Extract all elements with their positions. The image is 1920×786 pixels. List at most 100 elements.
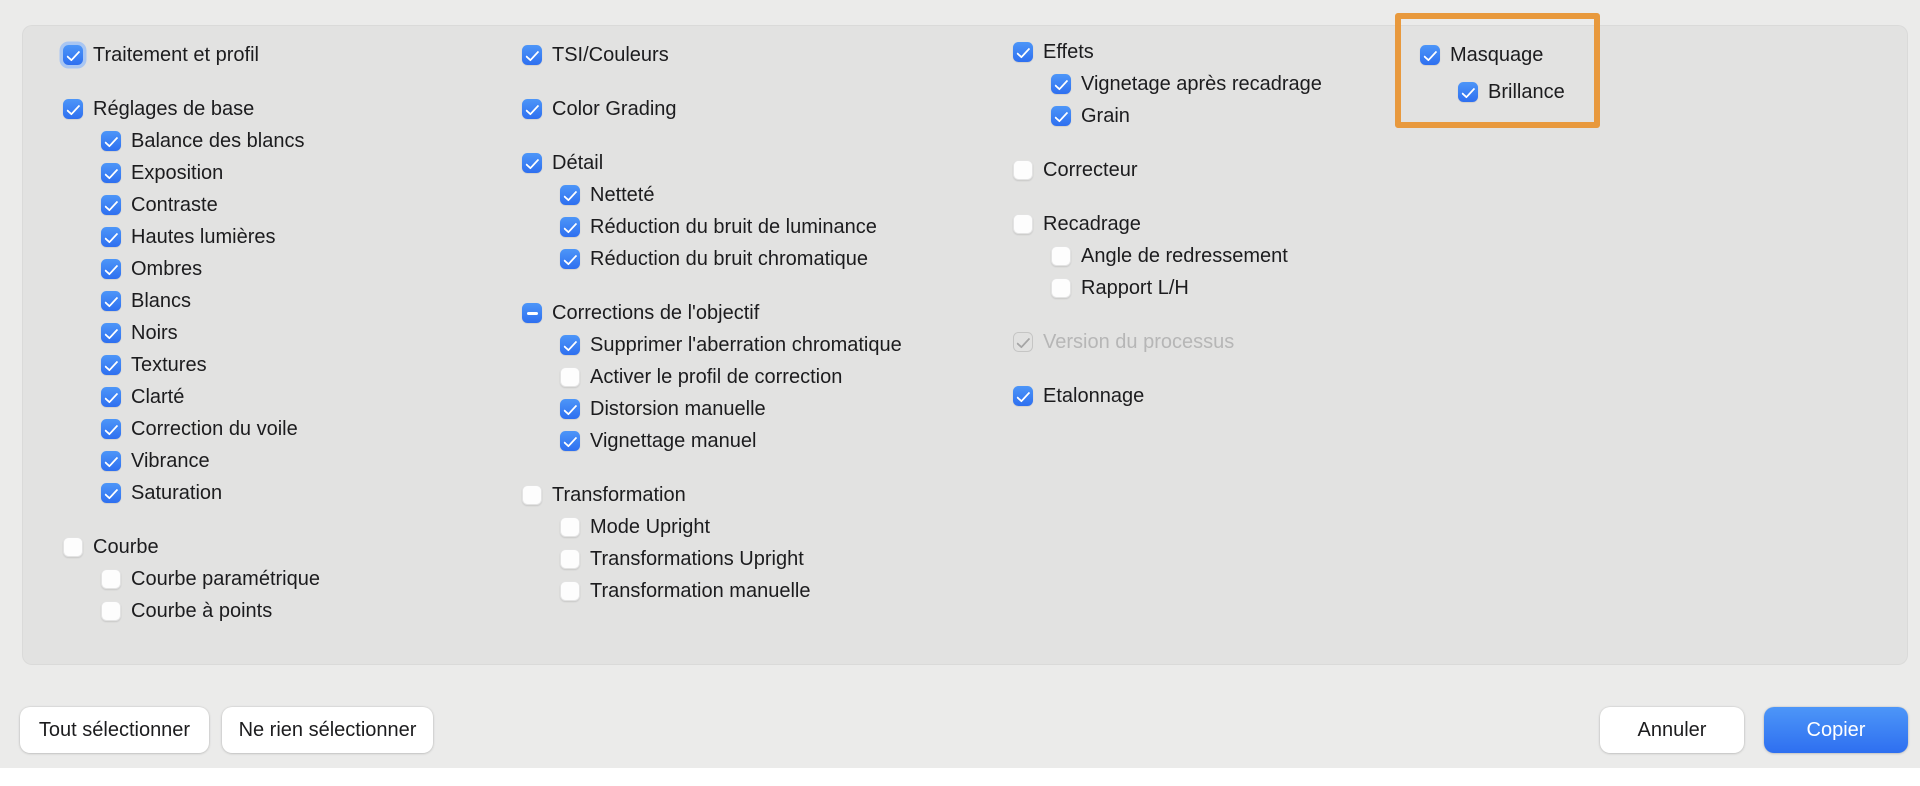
checkbox-nettete[interactable] [560,185,580,205]
checkbox-label: Saturation [131,482,223,504]
checkbox-label: Activer le profil de correction [590,366,843,388]
checkbox-group: TSI/Couleurs [522,39,902,71]
checkbox-traitement-et-profil[interactable] [63,45,83,65]
checkbox-saturation[interactable] [101,483,121,503]
checkbox-activer-le-profil-de-correction[interactable] [560,367,580,387]
checkbox-rapport-l-h[interactable] [1051,278,1071,298]
checkbox-vibrance[interactable] [101,451,121,471]
checkbox-row-recadrage: Recadrage [1013,208,1322,240]
select-none-button[interactable]: Ne rien sélectionner [222,707,433,753]
checkbox-color-grading[interactable] [522,99,542,119]
checkbox-angle-de-redressement[interactable] [1051,246,1071,266]
checkbox-ombres[interactable] [101,259,121,279]
checkbox-transformation-manuelle[interactable] [560,581,580,601]
checkbox-label: Corrections de l'objectif [552,302,760,324]
checkbox-row-blancs: Blancs [101,285,320,317]
checkbox-version-du-processus [1013,332,1033,352]
checkbox-exposition[interactable] [101,163,121,183]
checkbox-tsi-couleurs[interactable] [522,45,542,65]
checkbox-row-mode-upright: Mode Upright [560,511,902,543]
checkbox-row-grain: Grain [1051,100,1322,132]
checkbox-row-courbe-parametrique: Courbe paramétrique [101,563,320,595]
checkbox-reduction-du-bruit-chromatique[interactable] [560,249,580,269]
checkbox-correcteur[interactable] [1013,160,1033,180]
checkbox-distorsion-manuelle[interactable] [560,399,580,419]
checkbox-group: Color Grading [522,93,902,125]
checkbox-balance-des-blancs[interactable] [101,131,121,151]
checkbox-row-traitement-et-profil: Traitement et profil [63,39,320,71]
checkbox-label: Détail [552,152,604,174]
checkbox-group: Correcteur [1013,154,1322,186]
checkbox-row-vibrance: Vibrance [101,445,320,477]
checkbox-row-ombres: Ombres [101,253,320,285]
checkbox-label: Traitement et profil [93,44,259,66]
checkbox-label: Supprimer l'aberration chromatique [590,334,902,356]
checkbox-transformations-upright[interactable] [560,549,580,569]
checkbox-corrections-de-l-objectif[interactable] [522,303,542,323]
checkbox-row-reduction-du-bruit-de-luminance: Réduction du bruit de luminance [560,211,902,243]
checkbox-contraste[interactable] [101,195,121,215]
checkbox-label: Réduction du bruit chromatique [590,248,868,270]
checkbox-label: Correction du voile [131,418,298,440]
checkbox-row-detail: Détail [522,147,902,179]
checkbox-mode-upright[interactable] [560,517,580,537]
checkbox-label: Réglages de base [93,98,255,120]
checkbox-correction-du-voile[interactable] [101,419,121,439]
checkbox-label: Etalonnage [1043,385,1145,407]
checkbox-masquage[interactable] [1420,44,1440,65]
checkbox-label: Ombres [131,258,203,280]
checkbox-row-exposition: Exposition [101,157,320,189]
checkbox-etalonnage[interactable] [1013,386,1033,406]
checkbox-courbe[interactable] [63,537,83,557]
checkbox-blancs[interactable] [101,291,121,311]
checkbox-label: Transformation manuelle [590,580,811,602]
checkbox-brillance[interactable] [1458,81,1478,102]
checkbox-courbe-parametrique[interactable] [101,569,121,589]
checkbox-label: Exposition [131,162,224,184]
checkbox-row-courbe: Courbe [63,531,320,563]
checkbox-row-reduction-du-bruit-chromatique: Réduction du bruit chromatique [560,243,902,275]
cancel-button[interactable]: Annuler [1600,707,1744,753]
checkbox-label: Distorsion manuelle [590,398,766,420]
checkbox-reduction-du-bruit-de-luminance[interactable] [560,217,580,237]
checkbox-label: Noirs [131,322,178,344]
checkbox-label: Courbe [93,536,159,558]
checkbox-grain[interactable] [1051,106,1071,126]
checkbox-row-effets: Effets [1013,36,1322,68]
checkbox-hautes-lumieres[interactable] [101,227,121,247]
checkbox-courbe-a-points[interactable] [101,601,121,621]
checkbox-effets[interactable] [1013,42,1033,62]
checkbox-label: Contraste [131,194,218,216]
checkbox-label: Courbe à points [131,600,273,622]
select-all-button[interactable]: Tout sélectionner [20,707,209,753]
checkbox-noirs[interactable] [101,323,121,343]
checkbox-vignettage-manuel[interactable] [560,431,580,451]
checkbox-row-nettete: Netteté [560,179,902,211]
checkbox-vignetage-apres-recadrage[interactable] [1051,74,1071,94]
checkbox-reglages-de-base[interactable] [63,99,83,119]
checkbox-label: Blancs [131,290,192,312]
checkbox-detail[interactable] [522,153,542,173]
checkbox-row-transformations-upright: Transformations Upright [560,543,902,575]
checkbox-label: Brillance [1488,80,1565,103]
checkbox-row-contraste: Contraste [101,189,320,221]
checkbox-label: Vignetage après recadrage [1081,73,1322,95]
checkbox-clarte[interactable] [101,387,121,407]
checkbox-row-vignetage-apres-recadrage: Vignetage après recadrage [1051,68,1322,100]
checkbox-supprimer-l-aberration-chromatique[interactable] [560,335,580,355]
checkbox-row-activer-le-profil-de-correction: Activer le profil de correction [560,361,902,393]
checkbox-label: Angle de redressement [1081,245,1288,267]
checkbox-transformation[interactable] [522,485,542,505]
checkbox-textures[interactable] [101,355,121,375]
copy-button[interactable]: Copier [1764,707,1908,753]
checkbox-recadrage[interactable] [1013,214,1033,234]
checkbox-row-balance-des-blancs: Balance des blancs [101,125,320,157]
checkbox-label: Grain [1081,105,1130,127]
